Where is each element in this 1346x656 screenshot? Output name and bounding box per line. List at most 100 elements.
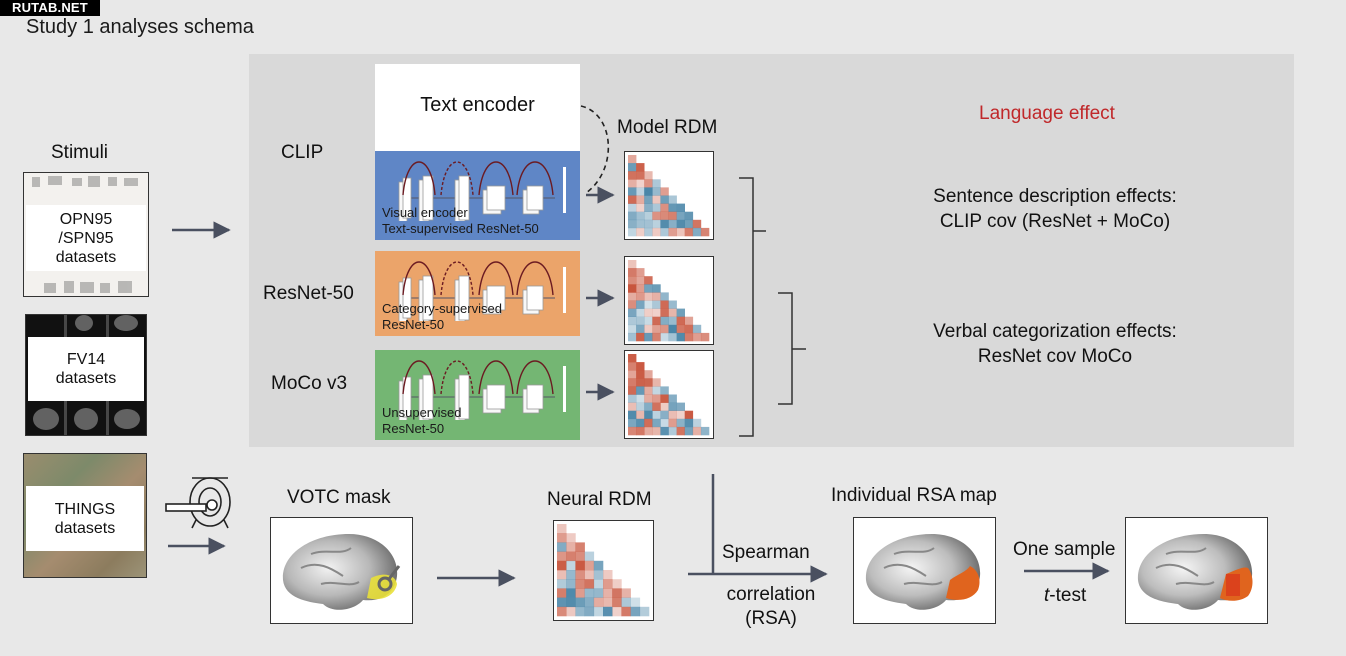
rdm-cell [684,211,694,221]
rdm-cell [628,324,637,334]
conv-layer-block [526,185,544,211]
rdm-cell [652,284,661,293]
rdm-cell [692,418,702,428]
rdm-cell [628,163,637,172]
conv-layer-block [458,175,470,221]
rdm-cell [668,211,677,221]
rdm-cell [660,386,669,395]
rdm-cell [652,227,661,237]
rdm-cell [644,410,653,420]
rdm-cell [636,426,645,436]
rdm-cell [628,308,637,317]
rdm-cell [668,410,677,420]
rdm-cell [612,588,622,598]
rdm-cell [636,418,645,428]
network-caption-1: Visual encoder [382,205,468,220]
rdm-cell [557,524,567,534]
stimuli-heading: Stimuli [51,142,109,163]
rdm-cell [628,378,637,387]
conv-layer-block [422,175,434,221]
rdm-cell [636,394,645,403]
rdm-cell [644,284,653,293]
rdm-cell [652,316,661,326]
rdm-cell [676,308,685,317]
rdm-cell [644,402,653,411]
rdm-cell [636,203,645,212]
rdm-cell [660,203,669,212]
conv-layer-block [458,275,470,321]
rdm-cell [644,300,653,309]
rdm-cell [660,195,669,204]
rdm-cell [652,386,661,395]
skip-connection-arc [440,261,474,296]
rdm-cell [584,597,595,608]
skip-connection-arc [478,360,514,395]
rdm-cell [636,268,645,277]
group-rsa-map [1125,517,1268,624]
rdm-cell [603,588,613,598]
rdm-cell [575,588,585,598]
rdm-cell [584,606,595,617]
rdm-cell [660,410,669,420]
rdm-cell [660,219,669,229]
rdm-cell [676,324,685,334]
rdm-cell [660,300,669,309]
ttest-suffix: -test [1049,585,1087,606]
rdm-cell [676,426,685,436]
rdm-cell [684,219,694,229]
clip-visual-encoder: Visual encoder Text-supervised ResNet-50 [375,151,580,240]
rdm-cell [603,597,613,608]
rdm-cell [636,300,645,309]
rdm-cell [652,203,661,212]
rdm-cell [603,570,613,580]
rdm-cell [668,300,677,309]
rdm-cell [593,588,604,598]
rdm-cell [676,211,685,221]
brain-votc-mask [282,534,401,610]
rdm-cell [644,426,653,436]
rdm-cell [692,219,702,229]
rdm-cell [603,606,613,617]
rdm-cell [566,597,576,608]
rdm-cell [566,606,576,617]
rdm-cell [566,579,576,589]
rdm-cell [636,308,645,317]
rdm-cell [692,324,702,334]
rdm-cell [684,324,694,334]
rdm-cell [557,533,567,543]
sentence-effect: Sentence description effects: CLIP cov (… [880,184,1230,234]
rdm-cell [652,410,661,420]
rdm-cell [628,195,637,204]
rdm-cell [612,606,622,617]
rdm-cell [668,332,677,342]
rdm-cell [628,260,637,269]
dataset-suffix: datasets [55,370,117,387]
rdm-cell [636,316,645,326]
conv-layer-block [526,384,544,410]
one-sample-label: One sample [1013,539,1116,560]
dataset-suffix: datasets [55,248,117,266]
skip-connection-arc [478,161,514,196]
rdm-cell [557,570,567,580]
rdm-cell [644,171,653,180]
rdm-cell [628,292,637,301]
bracket-sentence-effect [739,177,766,437]
model-rdm-clip [624,151,714,240]
rdm-cell [636,410,645,420]
rdm-cell [676,227,685,237]
rdm-cell [593,606,604,617]
rdm-cell [628,354,637,363]
rdm-cell [644,332,653,342]
rdm-cell [644,195,653,204]
rdm-cell [612,597,622,608]
rdm-cell [584,570,595,580]
conv-layer-block [402,177,412,219]
rdm-cell [628,370,637,379]
output-layer [563,167,566,213]
rdm-cell [684,332,694,342]
skip-connection-arc [402,261,436,296]
moco-encoder: Unsupervised ResNet-50 [375,350,580,440]
rdm-cell [575,570,585,580]
rdm-cell [584,588,595,598]
